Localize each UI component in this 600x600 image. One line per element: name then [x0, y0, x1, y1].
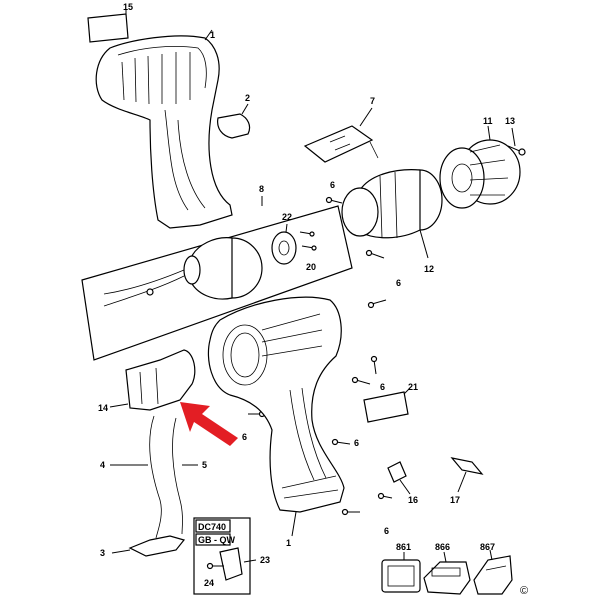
label-15: 15	[123, 2, 133, 12]
part-1-housing-lower	[207, 296, 345, 537]
label-23: 23	[260, 555, 270, 565]
screw-group-6	[248, 196, 393, 516]
label-3: 3	[100, 548, 105, 558]
label-6f: 6	[384, 526, 389, 536]
part-7-switch-plate	[303, 107, 379, 163]
label-12: 12	[424, 264, 434, 274]
part-20-screws	[299, 231, 317, 251]
label-22: 22	[282, 212, 292, 222]
label-6b: 6	[396, 278, 401, 288]
part-11-chuck	[439, 125, 521, 209]
label-8: 8	[259, 184, 264, 194]
label-6a: 6	[330, 180, 335, 190]
part-861-case	[381, 552, 421, 593]
part-8-motor-assembly	[81, 196, 353, 361]
label-24: 24	[204, 578, 214, 588]
part-866-battery	[423, 551, 471, 595]
label-6c: 6	[380, 382, 385, 392]
label-1b: 1	[286, 538, 291, 548]
label-16: 16	[408, 495, 418, 505]
label-866: 866	[435, 542, 450, 552]
part-15-label-sheet	[87, 10, 129, 43]
label-5: 5	[202, 460, 207, 470]
model-box	[193, 517, 257, 595]
label-4: 4	[100, 460, 105, 470]
label-13: 13	[505, 116, 515, 126]
label-861: 861	[396, 542, 411, 552]
label-6d: 6	[242, 432, 247, 442]
label-1a: 1	[210, 30, 215, 40]
label-867: 867	[480, 542, 495, 552]
label-11: 11	[483, 116, 493, 126]
part-5-wire	[172, 417, 198, 535]
part-4-wire	[110, 415, 162, 539]
label-7: 7	[370, 96, 375, 106]
red-pointer-arrow	[180, 402, 238, 446]
part-21-label	[363, 387, 411, 423]
model-region: GB - QW	[198, 535, 235, 545]
part-12-gearbox	[341, 169, 443, 259]
part-14-switch	[109, 349, 196, 411]
model-number: DC740	[198, 522, 226, 532]
part-867-battery	[473, 549, 513, 595]
part-17-bit	[450, 457, 484, 493]
label-21: 21	[408, 382, 418, 392]
part-1-housing-upper	[95, 29, 233, 229]
part-22-brush-plate	[271, 223, 297, 265]
part-16-clip	[387, 461, 411, 495]
part-13-screw	[507, 127, 526, 156]
part-3-bracket	[111, 535, 186, 557]
label-2: 2	[245, 93, 250, 103]
label-6e: 6	[354, 438, 359, 448]
part-2-switch-button	[217, 103, 251, 139]
copyright-mark: ©	[520, 585, 528, 597]
label-17: 17	[450, 495, 460, 505]
label-20: 20	[306, 262, 316, 272]
label-14: 14	[98, 403, 108, 413]
